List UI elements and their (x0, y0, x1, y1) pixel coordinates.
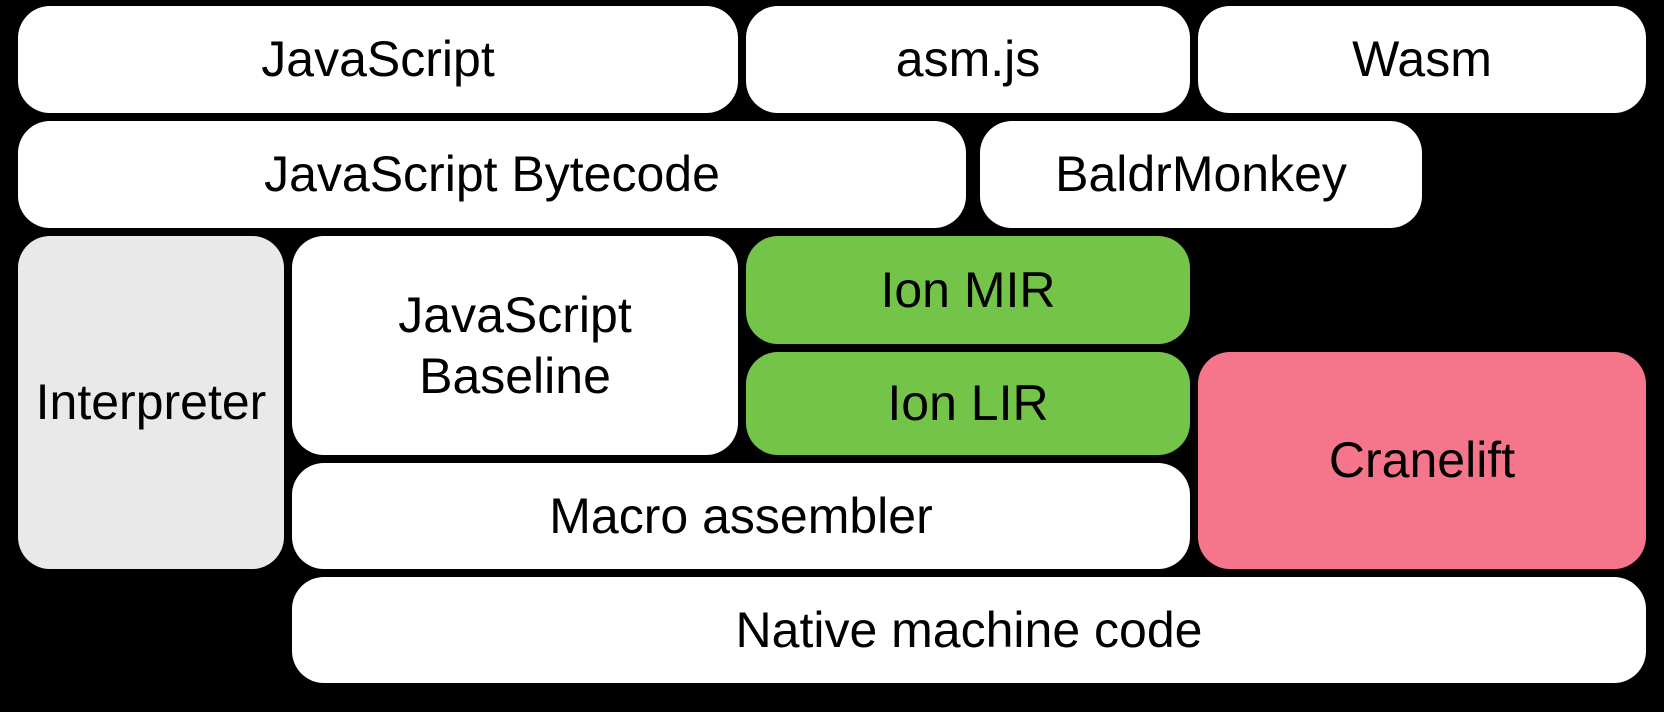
node-baldrmonkey: BaldrMonkey (980, 121, 1422, 228)
node-javascript-baseline-label: JavaScript Baseline (398, 286, 632, 404)
node-interpreter: Interpreter (18, 236, 284, 569)
node-javascript-baseline: JavaScript Baseline (292, 236, 738, 455)
node-ion-lir-label: Ion LIR (887, 375, 1049, 431)
node-javascript-label: JavaScript (261, 31, 495, 87)
node-native-machine-code-label: Native machine code (735, 601, 1203, 658)
node-asmjs-label: asm.js (895, 31, 1041, 87)
node-asmjs: asm.js (746, 6, 1190, 113)
node-javascript: JavaScript (18, 6, 738, 113)
node-wasm-label: Wasm (1352, 31, 1492, 87)
node-wasm: Wasm (1198, 6, 1646, 113)
node-ion-mir: Ion MIR (746, 236, 1190, 344)
node-macro-assembler-label: Macro assembler (549, 487, 933, 544)
node-cranelift-label: Cranelift (1328, 432, 1516, 488)
node-interpreter-label: Interpreter (35, 374, 267, 430)
node-javascript-bytecode-label: JavaScript Bytecode (264, 146, 720, 202)
node-baldrmonkey-label: BaldrMonkey (1055, 146, 1347, 202)
node-javascript-bytecode: JavaScript Bytecode (18, 121, 966, 228)
node-ion-lir: Ion LIR (746, 352, 1190, 455)
node-native-machine-code: Native machine code (292, 577, 1646, 683)
node-macro-assembler: Macro assembler (292, 463, 1190, 569)
node-cranelift: Cranelift (1198, 352, 1646, 569)
node-ion-mir-label: Ion MIR (880, 261, 1056, 318)
